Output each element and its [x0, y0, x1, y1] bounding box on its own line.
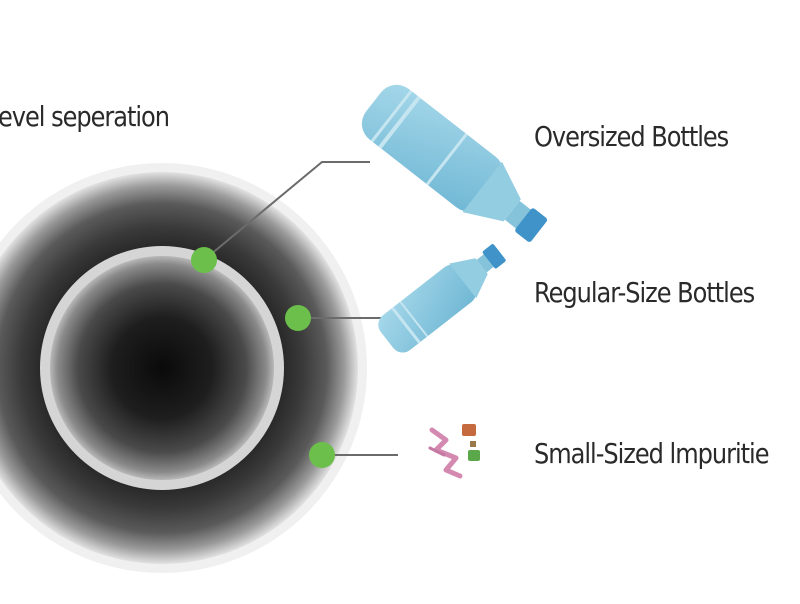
marker-dot-oversized: [191, 247, 217, 273]
level-label-small-sized-impurities: Small-Sized lmpuritie: [534, 437, 770, 470]
level-label-oversized-bottles: Oversized Bottles: [534, 120, 729, 153]
inner-drum: [50, 256, 274, 480]
marker-dot-regular: [285, 305, 311, 331]
level-label-regular-size-bottles: Regular-Size Bottles: [534, 276, 755, 309]
large-bottle-icon: [361, 84, 548, 242]
impurities-icon: [428, 424, 480, 479]
connector-line-oversized: [203, 161, 370, 261]
marker-dot-small: [309, 442, 335, 468]
small-bottle-icon: [378, 244, 506, 353]
diagram-title: evel seperation: [0, 100, 170, 133]
